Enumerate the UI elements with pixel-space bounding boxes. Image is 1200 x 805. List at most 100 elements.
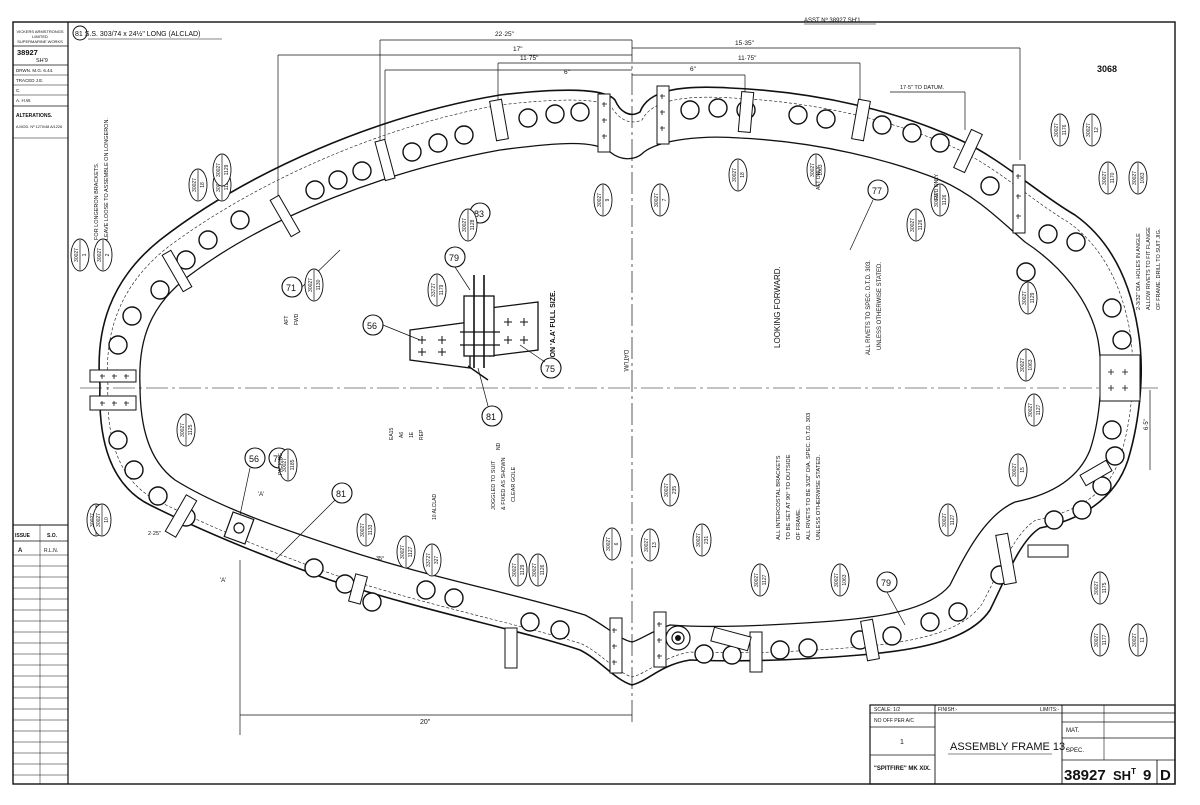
part-tag-bottom: 1170 <box>1110 172 1116 183</box>
part-tag-bottom: 7 <box>662 198 668 201</box>
part-tag-bottom: 18 <box>740 172 746 178</box>
note-longeron: FOR LONGERON BRACKETS. <box>94 162 100 240</box>
note-longeron-2: LEAVE LOOSE TO ASSEMBLE ON LONGERON. <box>104 118 110 240</box>
note-rivets-2: UNLESS OTHERWISE STATED. <box>877 262 883 350</box>
callout-79: 79 <box>449 253 459 263</box>
part-tag-top: 30027 <box>606 537 612 551</box>
no-off-label: NO OFF PER A/C <box>874 718 914 724</box>
sheet-number-prefix: SHT <box>1113 767 1136 783</box>
part-tag-top: 30027 <box>1054 123 1060 137</box>
sheet-number: 9 <box>1143 767 1151 784</box>
frame-13-outline <box>98 86 1142 686</box>
title-block <box>869 704 1176 785</box>
part-tag-top: 30027 <box>942 513 948 527</box>
sheet-border <box>12 21 1176 785</box>
part-tag-bottom: 1126 <box>942 194 948 205</box>
limits-label: LIMITS:- <box>1040 707 1060 713</box>
dim-11-75-left: 11·75" <box>520 55 539 62</box>
part-tag-top: 30027 <box>400 545 406 559</box>
dim-6-left: 6" <box>564 69 571 76</box>
aft-only-label: AFT ONLY <box>816 165 822 190</box>
part-tag-bottom: 235 <box>672 486 678 495</box>
callout-71: 71 <box>286 283 296 293</box>
aft-fwd-labels: AFT FWD AFT ONLY FWD ONLY PACKING 10 ALC… <box>220 165 940 584</box>
numbered-callouts <box>244 179 898 593</box>
ea15-label: EA15 <box>389 428 395 440</box>
part-tag-bottom: 1063 <box>1028 359 1034 370</box>
lightening-holes <box>108 98 1132 665</box>
issue-a-by: R.L.N. <box>44 548 58 554</box>
part-tag-bottom: 1177 <box>1102 634 1108 645</box>
part-tag-top: 30027 <box>180 423 186 437</box>
part-tag-bottom: 1127 <box>408 546 414 557</box>
note-right-side-1: 2-3/32" DIA. HOLES IN ANGLE <box>1136 233 1142 310</box>
part-tag-bottom: 1127 <box>762 574 768 585</box>
part-tag-top: 30027 <box>360 523 366 537</box>
note-intercostal-4: ALL RIVETS TO BE 3/32" DIA. SPEC. D.T.D.… <box>806 413 812 540</box>
panel-sheet-number: SH'9 <box>36 58 48 64</box>
drawing-number-block: 38927 SHT 9 D <box>1064 767 1171 784</box>
rep-label: REP <box>419 429 425 440</box>
finish-label: FINISH:- <box>938 707 958 713</box>
bracket-rivets <box>100 94 1128 665</box>
part-tag-bottom: 1176 <box>1062 124 1068 135</box>
pulley-fitting-bottom-centre <box>665 625 752 652</box>
so-header: S.O. <box>47 533 58 539</box>
callout-56b: 56 <box>249 454 259 464</box>
part-tag-top: 30027 <box>654 193 660 207</box>
note-intercostal-5: UNLESS OTHERWISE STATED. <box>816 455 822 540</box>
alclad-label: 10 ALCLAD <box>432 493 438 520</box>
fwd-label: FWD <box>294 313 300 325</box>
part-tag-bottom: 9 <box>605 198 611 201</box>
section-a-marker-2: 'A' <box>220 578 226 584</box>
part-tag-top: 30027 <box>664 483 670 497</box>
intercostal-brackets <box>89 85 1141 674</box>
part-tag-top: 30027 <box>1132 633 1138 647</box>
dim-6-5: 6·5" <box>1144 419 1150 430</box>
panel-alterations-heading: ALTERATIONS. <box>16 113 53 119</box>
part-tag-bottom: 1125 <box>188 424 194 435</box>
part-tag-bottom: 1063 <box>1140 172 1146 183</box>
part-tag-bottom: 1128 <box>224 179 230 190</box>
reference-number: 3068 <box>1097 64 1117 74</box>
mat-label: MAT. <box>1066 728 1080 734</box>
part-tag-top: 30027 <box>308 278 314 292</box>
part-tag-bottom: 1063 <box>818 164 824 175</box>
note-gusset-2: & FIXED AS SHOWN <box>501 457 507 510</box>
part-tag-top: 30027 <box>532 563 538 577</box>
spec-label: SPEC. <box>1066 748 1084 754</box>
part-tag-bottom: 1129 <box>520 564 526 575</box>
part-tag-top: 33727 <box>426 553 432 567</box>
note-right-side-2: ALLOW RIVETS TO FIT FLANGE <box>1146 227 1152 310</box>
part-tag-bottom: 1179 <box>439 284 445 295</box>
dim-20: 20" <box>420 719 431 726</box>
callout-leaders <box>239 199 906 626</box>
part-tag-top: 30027 <box>97 248 103 262</box>
note-intercostal-1: ALL INTERCOSTAL BRACKETS <box>776 455 782 540</box>
part-tag-top: 30027 <box>462 218 468 232</box>
callout-83: 83 <box>474 209 484 219</box>
